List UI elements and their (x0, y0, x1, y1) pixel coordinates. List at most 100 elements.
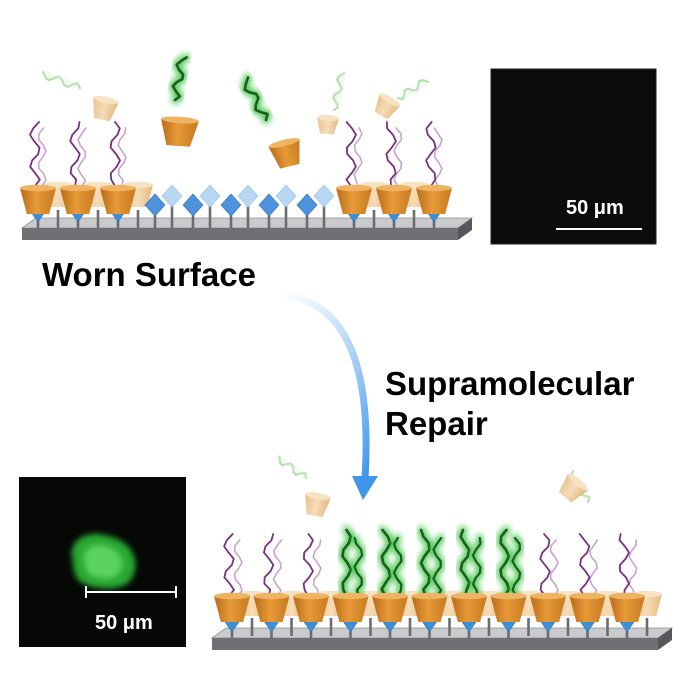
host-cup-rim (317, 114, 339, 122)
polymer-chain (393, 127, 403, 187)
micrograph-worn (490, 68, 657, 245)
free-polymer (276, 455, 309, 481)
polymer-chain (223, 533, 235, 597)
guest-diamond (313, 184, 335, 208)
polymer-chain-green (341, 528, 353, 598)
polymer-chain (353, 127, 363, 187)
polymer-chain (628, 539, 638, 597)
host-cup (376, 188, 412, 214)
host-cup (416, 188, 452, 214)
polymer-glow (396, 77, 429, 101)
substrate-side-face (458, 218, 472, 240)
host-cup-rim (416, 184, 452, 192)
host-cup (317, 117, 339, 135)
polymer-glow (331, 72, 345, 112)
host-cup-rim (567, 473, 589, 491)
free-host-cup (305, 492, 331, 518)
polymer-chain (272, 539, 283, 597)
host-cup-rim (336, 184, 372, 192)
free-molecules (41, 53, 591, 518)
host-cup (372, 596, 408, 622)
polymer-chain-green (392, 536, 403, 598)
polymer-chain (77, 127, 87, 187)
host-cup-rim (530, 592, 566, 600)
polymer-chain-green (171, 56, 188, 102)
guest-diamond (220, 193, 242, 217)
polymer-chain (433, 127, 443, 187)
polymer-chain-green (243, 76, 269, 122)
host-cup (609, 596, 645, 622)
polymer-chain (233, 539, 243, 597)
substrate-side-face (658, 628, 672, 650)
polymer-chain (539, 533, 551, 597)
guest-diamond (237, 184, 259, 208)
host-cup-rim (268, 138, 300, 148)
free-polymer (240, 73, 273, 124)
host-cup (214, 596, 250, 622)
free-polymer (396, 77, 430, 101)
polymer-chain-green (471, 536, 482, 598)
polymer-chain (263, 533, 275, 597)
guest-diamond (296, 193, 318, 217)
guest-diamond (275, 184, 297, 208)
substrate-front-face (22, 228, 458, 240)
free-host-cup (317, 114, 339, 135)
curved-arrow-icon (286, 292, 378, 500)
polymer-chain-green (499, 528, 511, 598)
polymer-chain (578, 533, 591, 597)
polymer-glow (276, 455, 309, 481)
repaired-surface-substrate (210, 627, 674, 650)
free-host-cup (93, 95, 119, 122)
host-cup-rim (490, 592, 527, 600)
host-cup (332, 596, 369, 622)
guest-diamond (161, 184, 183, 208)
worn-surface-label: Worn Surface (42, 256, 256, 293)
host-cup (558, 473, 588, 503)
free-host-cup (558, 473, 589, 503)
host-cup-rim (379, 93, 401, 107)
free-polymer (41, 71, 82, 91)
host-cup-rim (305, 492, 331, 500)
host-cup-rim (214, 592, 250, 600)
free-polymer (331, 72, 346, 112)
repair-label-line2: Repair (385, 405, 488, 442)
host-cup (100, 188, 136, 214)
polymer-chain-green (419, 528, 431, 598)
host-cup (490, 596, 527, 622)
host-cup (336, 188, 372, 214)
polymer-chain (302, 533, 314, 597)
polymer-chain-green (380, 528, 392, 598)
guest-diamond (199, 184, 221, 208)
repair-label-line1: Supramolecular (385, 365, 635, 402)
host-cup-rim (411, 592, 448, 600)
repaired-surface-molecules (214, 526, 662, 640)
host-cup-rim (609, 592, 645, 600)
host-cup (374, 94, 401, 120)
polymer-chain (588, 539, 599, 597)
micrograph-repaired (19, 477, 186, 647)
host-cup-rim (372, 592, 408, 600)
polymer-chain (549, 539, 559, 597)
host-cup-rim (20, 184, 56, 192)
substrate-front-face (212, 638, 658, 650)
host-cup-rim (253, 592, 290, 600)
host-cup-rim (100, 184, 136, 192)
host-cup (569, 596, 606, 622)
polymer-chain-green (459, 528, 471, 598)
guest-diamond (182, 193, 204, 217)
polymer-chain-green (432, 536, 443, 598)
polymer-chain (312, 539, 322, 597)
host-cup-rim (332, 592, 369, 600)
polymer-chain (109, 121, 121, 187)
host-cup-rim (451, 592, 487, 600)
polymer-glow (41, 71, 82, 91)
guest-diamond (258, 193, 280, 217)
worn-surface-molecules (20, 121, 452, 230)
polymer-chain (117, 127, 127, 187)
host-cup (293, 596, 329, 622)
host-cup (451, 596, 487, 622)
polymer-chain (37, 127, 47, 187)
polymer-chain (385, 121, 397, 187)
host-cup-rim (161, 116, 199, 124)
